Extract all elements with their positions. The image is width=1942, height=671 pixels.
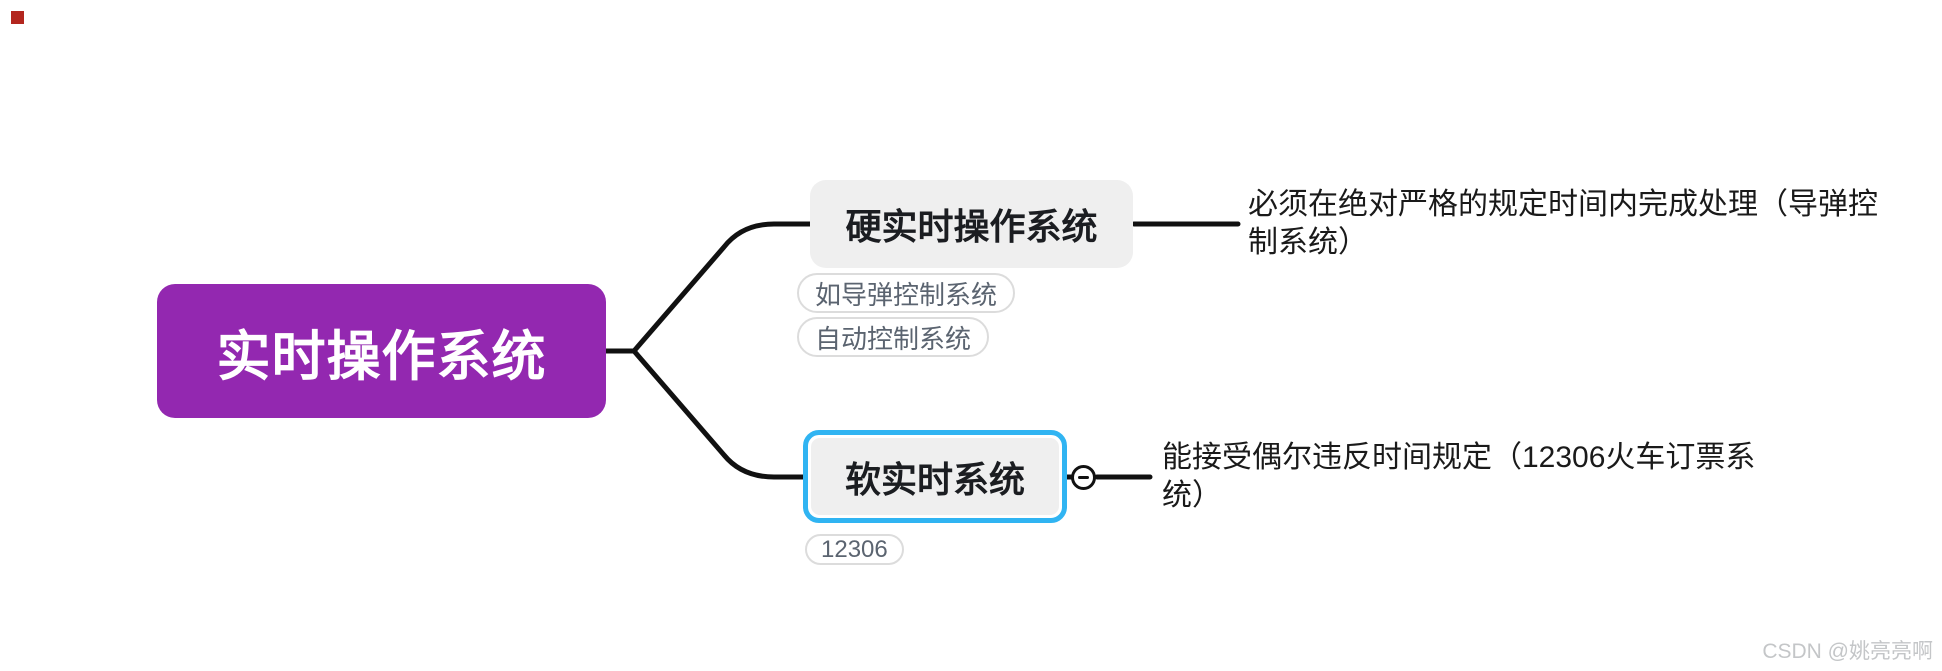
- note-line: 制系统）: [1248, 226, 1368, 259]
- minus-circle-icon: [1078, 476, 1089, 479]
- branch-line-soft: [631, 348, 809, 480]
- tag-missile-control-example[interactable]: 如导弹控制系统: [797, 273, 1016, 313]
- collapse-button[interactable]: [1071, 465, 1096, 490]
- topic-hard-label: 硬实时操作系统: [845, 206, 1098, 247]
- topic-hard-realtime[interactable]: 硬实时操作系统: [810, 180, 1133, 268]
- tag-label: 12306: [821, 535, 888, 563]
- watermark: CSDN @姚亮亮啊: [1762, 635, 1933, 665]
- topic-soft-label: 软实时系统: [844, 458, 1025, 500]
- note-soft-realtime[interactable]: 能接受偶尔违反时间规定（12306火车订票系 统）: [1162, 439, 1755, 515]
- note-hard-realtime[interactable]: 必须在绝对严格的规定时间内完成处理（导弹控 制系统）: [1248, 186, 1878, 262]
- note-line: 能接受偶尔违反时间规定（12306火车订票系: [1162, 441, 1756, 474]
- red-marker: [11, 11, 24, 24]
- tag-auto-control[interactable]: 自动控制系统: [797, 317, 990, 357]
- root-topic[interactable]: 实时操作系统: [157, 284, 606, 418]
- branch-line-hard: [631, 221, 816, 354]
- tag-12306[interactable]: 12306: [805, 534, 904, 565]
- topic-soft-body: 软实时系统: [811, 438, 1059, 515]
- root-topic-label: 实时操作系统: [216, 326, 547, 387]
- tag-label: 自动控制系统: [815, 323, 972, 354]
- note-line: 统）: [1162, 479, 1222, 512]
- tag-label: 如导弹控制系统: [815, 279, 998, 310]
- topic-soft-realtime[interactable]: 软实时系统: [803, 430, 1067, 523]
- watermark-text: CSDN @姚亮亮啊: [1762, 640, 1933, 663]
- note-line: 必须在绝对严格的规定时间内完成处理（导弹控: [1248, 188, 1878, 221]
